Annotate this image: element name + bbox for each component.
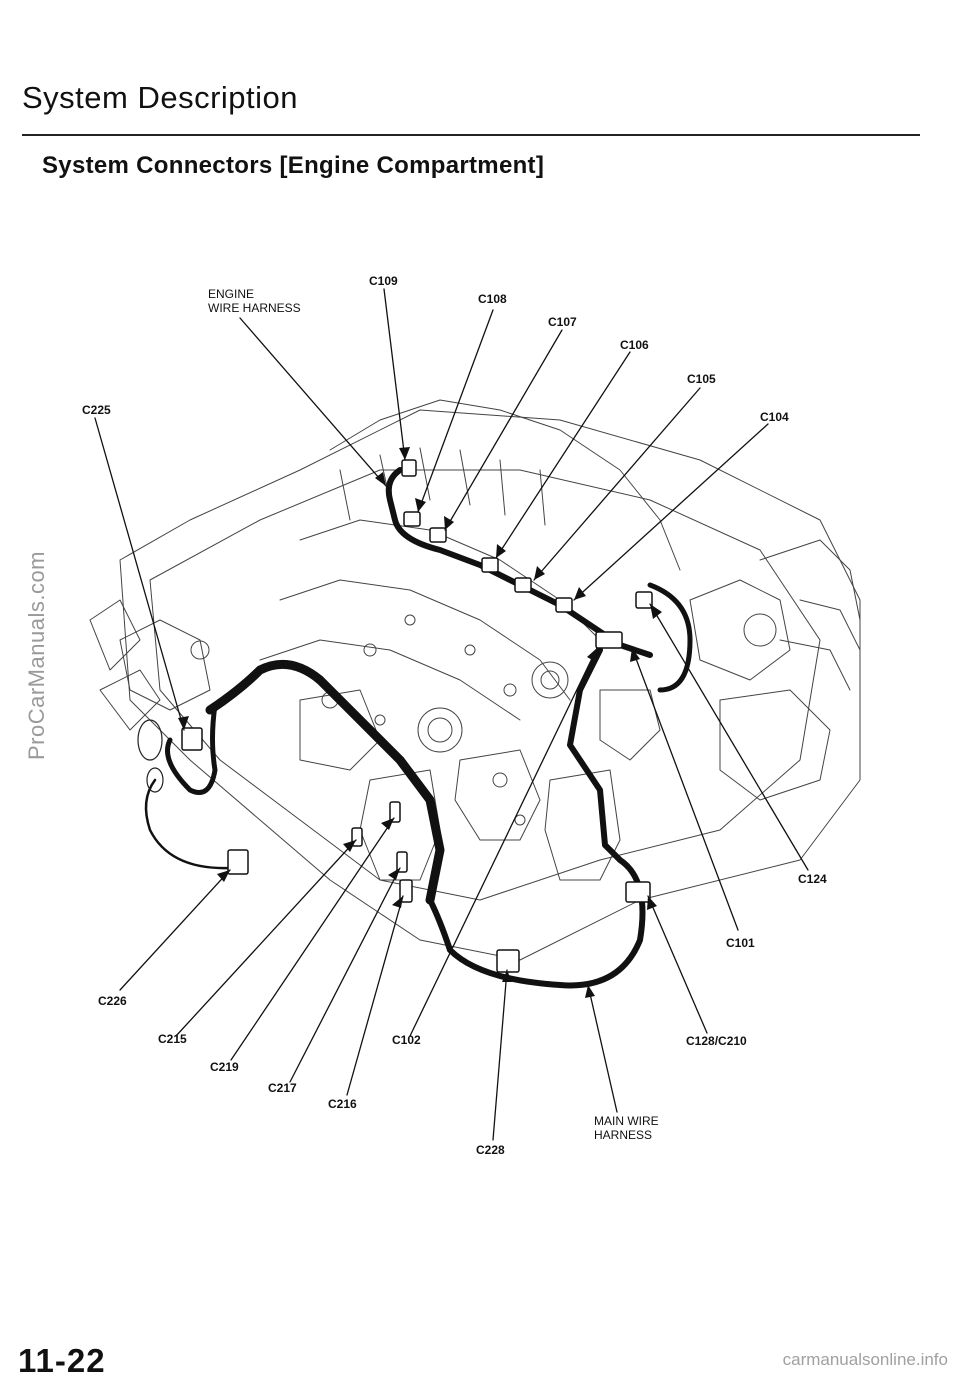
main-wire-harness-line	[427, 647, 646, 989]
connector-label-c107: C107	[548, 315, 577, 329]
leader-lines	[94, 288, 809, 1141]
connector-label-c108: C108	[478, 292, 507, 306]
engine-wire-harness-line1: ENGINE	[208, 287, 255, 301]
engine-wire-harness-line2: WIRE HARNESS	[208, 301, 301, 315]
connector-label-c228: C228	[476, 1143, 505, 1157]
engine-outline	[89, 399, 861, 961]
section-title: System Description	[22, 80, 299, 115]
connector-label-c225: C225	[82, 403, 111, 417]
title-divider	[22, 134, 920, 136]
connector-label-c124: C124	[798, 872, 827, 886]
page-number: 11-22	[18, 1342, 106, 1379]
connector-label-c102: C102	[392, 1033, 421, 1047]
connector-label-c215: C215	[158, 1032, 187, 1046]
footer-url: carmanualsonline.info	[782, 1350, 948, 1369]
connector-label-c219: C219	[210, 1060, 239, 1074]
arrow-heads	[178, 447, 662, 998]
connector-label-c109: C109	[369, 274, 398, 288]
connector-bodies	[181, 459, 653, 973]
connector-label-c226: C226	[98, 994, 127, 1008]
connector-label-c128-c210: C128/C210	[686, 1034, 747, 1048]
engine-wire-harness-label: ENGINE WIRE HARNESS	[208, 287, 301, 315]
main-wire-harness-line2: HARNESS	[594, 1128, 653, 1142]
main-wire-harness-line1: MAIN WIRE	[594, 1114, 659, 1128]
main-wire-harness-label: MAIN WIRE HARNESS	[594, 1114, 659, 1142]
connector-label-c217: C217	[268, 1081, 297, 1095]
connector-label-c106: C106	[620, 338, 649, 352]
connector-label-c104: C104	[760, 410, 789, 424]
page-subtitle: System Connectors [Engine Compartment]	[42, 152, 545, 179]
connector-label-c216: C216	[328, 1097, 357, 1111]
connector-label-c105: C105	[687, 372, 716, 386]
connector-label-c101: C101	[726, 936, 755, 950]
engine-wire-harness-line	[385, 467, 653, 658]
